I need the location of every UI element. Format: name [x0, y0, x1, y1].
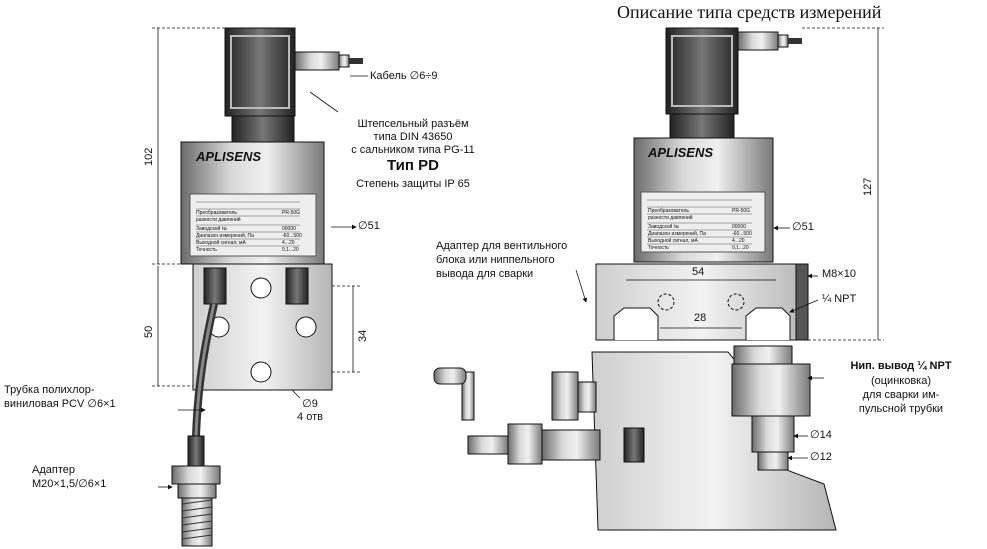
left-dia-51: ∅51: [358, 220, 380, 232]
left-plate-value-4: 4...20: [282, 240, 295, 246]
holes-count: 4 отв: [297, 411, 323, 423]
dim-54: 54: [692, 266, 705, 278]
nipple-label-1: Нип. вывод ¼ NPT: [850, 360, 952, 372]
left-plate-line-6: Точность: [196, 247, 217, 253]
left-plate-value-2: 00000: [282, 226, 296, 232]
dim-34: 34: [357, 329, 369, 342]
protection-label: Степень защиты IP 65: [356, 178, 470, 190]
dim-50: 50: [143, 325, 155, 338]
type-label: Тип PD: [387, 157, 439, 174]
tube-label-2: виниловая PCV ∅6×1: [4, 398, 116, 410]
right-brand-logo: APLISENS: [648, 145, 714, 160]
right-plate-value-2: 00000: [732, 224, 746, 230]
left-brand-logo: APLISENS: [196, 149, 262, 164]
right-plate-line-2: разности давлений: [648, 215, 693, 221]
left-body: [180, 141, 325, 265]
connector-label-3: с сальником типа PG-11: [351, 144, 475, 156]
nipple-label-3: для сварки им-: [862, 389, 940, 401]
connector-label-1: Штепсельный разъём: [357, 118, 469, 130]
left-plate-line-2: разности давлений: [196, 217, 241, 223]
right-connector: [665, 27, 802, 139]
left-plate-value-3: -60...500: [282, 233, 302, 239]
dim-28: 28: [694, 312, 707, 324]
right-plate-value-3: -60...500: [732, 231, 752, 237]
left-bracket: [192, 263, 333, 391]
tube-label-1: Трубка полихлор-: [4, 384, 95, 396]
adapter-label-2: M20×1,5/∅6×1: [32, 478, 107, 490]
page-header: Описание типа средств измерений: [617, 2, 882, 22]
dim-102: 102: [143, 147, 155, 166]
right-dia-51: ∅51: [792, 221, 814, 233]
adapter-label-1: Адаптер: [32, 464, 75, 476]
connector-label-2: типа DIN 43650: [373, 131, 453, 143]
dia-12: ∅12: [810, 451, 832, 463]
dia-14: ∅14: [810, 429, 832, 441]
left-plate-line-5: Выходной сигнал, мА: [196, 240, 246, 246]
nipple-label-4: пульсной трубки: [858, 403, 944, 415]
left-plate-value-1: PR-50G: [282, 210, 301, 216]
m8-label: M8×10: [822, 268, 856, 280]
left-connector: [224, 27, 363, 143]
right-plate-line-4: Диапазон измерений, Па: [648, 231, 706, 237]
right-plate-value-5: 0,1...20: [732, 245, 749, 251]
nipple-label-2: (оцинковка): [870, 375, 932, 387]
right-body: [633, 137, 774, 263]
left-dimensions: [152, 27, 368, 490]
right-plate-value-1: PR-50G: [732, 208, 751, 214]
left-tube: [192, 303, 218, 437]
right-plate-line-6: Точность: [648, 245, 669, 251]
right-adapter-block: [595, 263, 809, 341]
right-plate-value-4: 4...20: [732, 238, 745, 244]
left-plate-line-4: Диапазон измерений, Па: [196, 233, 254, 239]
dim-127: 127: [862, 177, 874, 196]
valve-adapter-label-3: вывода для сварки: [436, 268, 534, 280]
right-plate-line-5: Выходной сигнал, мА: [648, 238, 698, 244]
valve-adapter-label-2: блока или ниппельного: [436, 254, 555, 266]
right-dimensions: [575, 27, 884, 461]
valve-adapter-label-1: Адаптер для вентильного: [436, 240, 568, 252]
cable-label: Кабель ∅6÷9: [370, 70, 438, 82]
npt-label: ¼ NPT: [822, 293, 857, 305]
left-plate-line-3: Заводской №: [196, 226, 228, 232]
right-plate-line-3: Заводской №: [648, 224, 680, 230]
right-plate-line-1: Преобразователь: [648, 208, 689, 214]
valve-manifold: [433, 345, 837, 531]
left-plate-line-1: Преобразователь: [196, 210, 237, 216]
left-adapter: [171, 435, 221, 547]
holes-dia: ∅9: [302, 398, 318, 410]
left-plate-value-5: 0,1...20: [282, 247, 299, 253]
